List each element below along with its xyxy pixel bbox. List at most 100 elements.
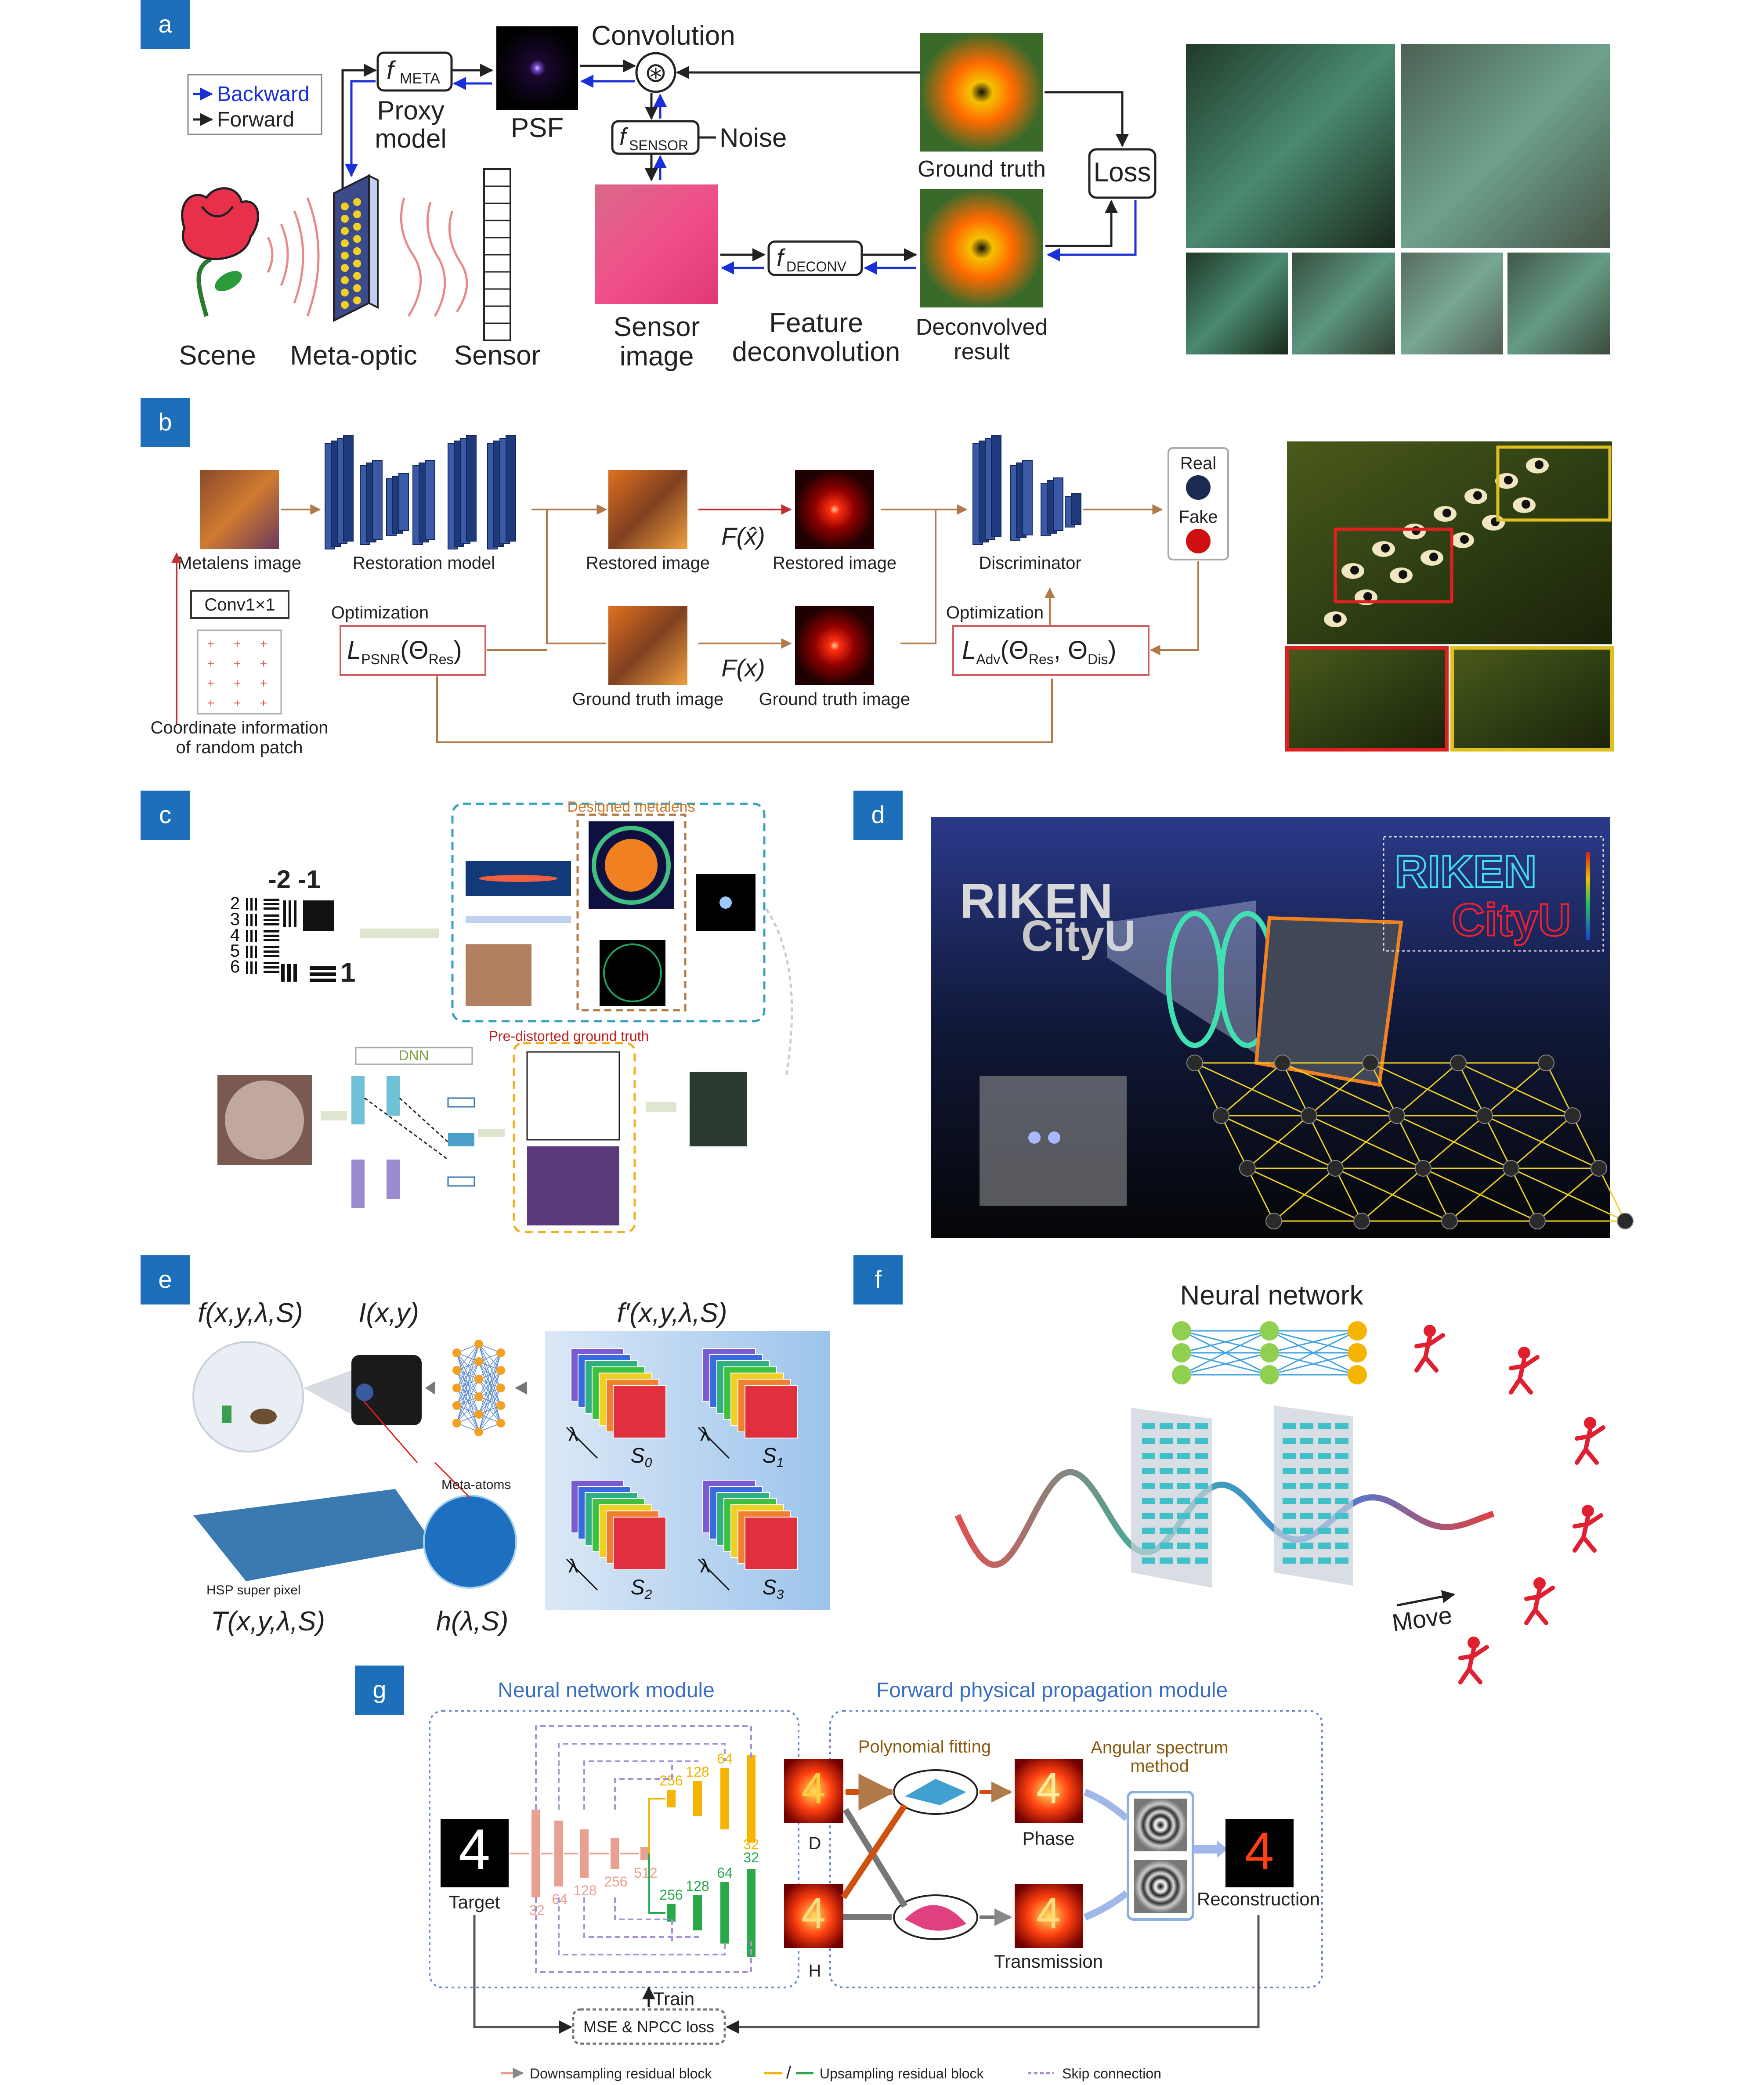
f-deconv-subscript: DECONV (786, 259, 847, 275)
skip-connection-h (535, 1897, 752, 1973)
dnn-network (351, 1076, 475, 1208)
meta-pillar (1160, 1468, 1173, 1474)
meta-pillar (1177, 1498, 1190, 1504)
panel-e: e f(x,y,λ,S) I(x,y) f′(x,y,λ,S) λS0λS1λS… (141, 1255, 830, 1637)
train-label: Train (653, 1988, 694, 2009)
transmission-label: Transmission (994, 1951, 1103, 1972)
meta-pillar (1300, 1468, 1313, 1474)
neural-link (1511, 1115, 1573, 1169)
target-to-loss-line (473, 1915, 572, 2034)
neural-link (1220, 1115, 1248, 1169)
resolution-bar (264, 966, 279, 968)
legend-backward-label: Backward (217, 83, 310, 106)
neural-node (1529, 1213, 1546, 1229)
e-net-link (478, 1405, 501, 1432)
meta-pillar (1318, 1498, 1331, 1504)
neural-node (1450, 1055, 1467, 1071)
coordinate-marker: + (207, 676, 214, 690)
e-net-node (474, 1375, 483, 1384)
coordinate-marker: + (260, 637, 267, 650)
resolution-bar (264, 939, 279, 941)
legend-slash: / (786, 2063, 792, 2082)
loss-function-label: MSE & NPCC loss (583, 2018, 714, 2036)
spectral-band (745, 1385, 798, 1438)
neural-node (1564, 1107, 1581, 1124)
coordinate-patch-markers: ++++++++++++ (207, 637, 267, 710)
meta-pillar (1195, 1543, 1208, 1549)
resolution-bar (264, 971, 279, 973)
dance-figure-head (1584, 1417, 1596, 1429)
meta-atoms-zoom (423, 1495, 517, 1589)
e-net-link (456, 1344, 479, 1424)
meta-pillar (1160, 1438, 1173, 1444)
e-net-node (452, 1401, 461, 1410)
hsp-super-pixel-label: HSP super pixel (206, 1583, 301, 1597)
coordinate-marker: + (234, 676, 241, 690)
neural-node (1239, 1160, 1256, 1177)
e-net-node (474, 1357, 483, 1366)
resolution-chart-top-label: -2 -1 (268, 865, 320, 894)
metalens-focus-line (479, 875, 558, 882)
coordinate-marker: + (207, 696, 214, 710)
move-arrow (1396, 1590, 1455, 1607)
metalens-spot (719, 896, 732, 909)
ground-truth-image-label-2: Ground truth image (759, 690, 911, 709)
neural-link (1545, 1062, 1573, 1116)
f-meta-subscript: META (400, 70, 440, 87)
spectral-band (613, 1385, 666, 1438)
coordinate-marker: + (207, 657, 214, 670)
fishbowl-plant (222, 1406, 231, 1423)
neural-link (1457, 1062, 1486, 1116)
caterpillar-black-spot (1442, 509, 1451, 517)
meta-pillar (1195, 1483, 1208, 1489)
upsampling-h-channel-count: 32 (743, 1850, 759, 1865)
chameleon-image-1 (1186, 44, 1395, 248)
polynomial-surface-d (905, 1779, 966, 1805)
dnn-block (447, 1097, 475, 1108)
e-net-node (474, 1427, 483, 1436)
convolution-label: Convolution (591, 21, 735, 51)
resolution-bar (264, 914, 279, 917)
resolution-bar (246, 914, 248, 926)
f-net-node (1172, 1343, 1191, 1362)
inset-box (1383, 836, 1604, 952)
psf-image (496, 26, 578, 110)
resolution-bar (281, 964, 285, 982)
asm-to-recon-arrowhead (1217, 1840, 1228, 1858)
d-to-poly-h-arrow (843, 1808, 907, 1908)
coordinate-patch-grid (197, 629, 282, 715)
corrected-output-lens (225, 1080, 304, 1160)
neural-node (1274, 1055, 1291, 1071)
meta-pillar (1318, 1513, 1331, 1519)
meta-atom (353, 284, 361, 292)
l-psnr-argument: (Θ (400, 636, 428, 665)
meta-pillar (1335, 1483, 1348, 1489)
panel-g: g Neural network module Forward physical… (355, 1666, 1323, 2082)
restored-image (608, 470, 687, 549)
l-psnr-symbol: L (347, 636, 361, 665)
metalens-distortion-grid (600, 940, 665, 1006)
transmission-digit: 4 (1036, 1889, 1061, 1938)
dance-figure-head (1582, 1505, 1594, 1517)
recon-to-loss-line (726, 1915, 1260, 2034)
resolution-bar (289, 900, 291, 927)
resolution-group-number: 6 (230, 957, 240, 976)
neural-link (1273, 1167, 1336, 1222)
f-prime-label: f′(x,y,λ,S) (617, 1298, 727, 1328)
coordinate-marker: + (260, 657, 267, 670)
neural-link (1449, 1167, 1511, 1222)
neural-node (1503, 1160, 1519, 1177)
angular-kernel-2 (1134, 1860, 1187, 1913)
meta-pillar (1283, 1453, 1296, 1459)
downsampling-block (554, 1821, 563, 1886)
reconstruction-image (1225, 1819, 1294, 1887)
pre-distorted-box (513, 1042, 636, 1233)
meta-pillar (1318, 1528, 1331, 1534)
conv1x1-label: Conv1×1 (204, 595, 275, 614)
outgoing-wavefronts (400, 197, 468, 317)
incoming-wavefronts (267, 197, 320, 317)
skip-connection-d (614, 1761, 673, 1810)
meta-pillar (1142, 1528, 1155, 1534)
meta-pillar (1142, 1498, 1155, 1504)
